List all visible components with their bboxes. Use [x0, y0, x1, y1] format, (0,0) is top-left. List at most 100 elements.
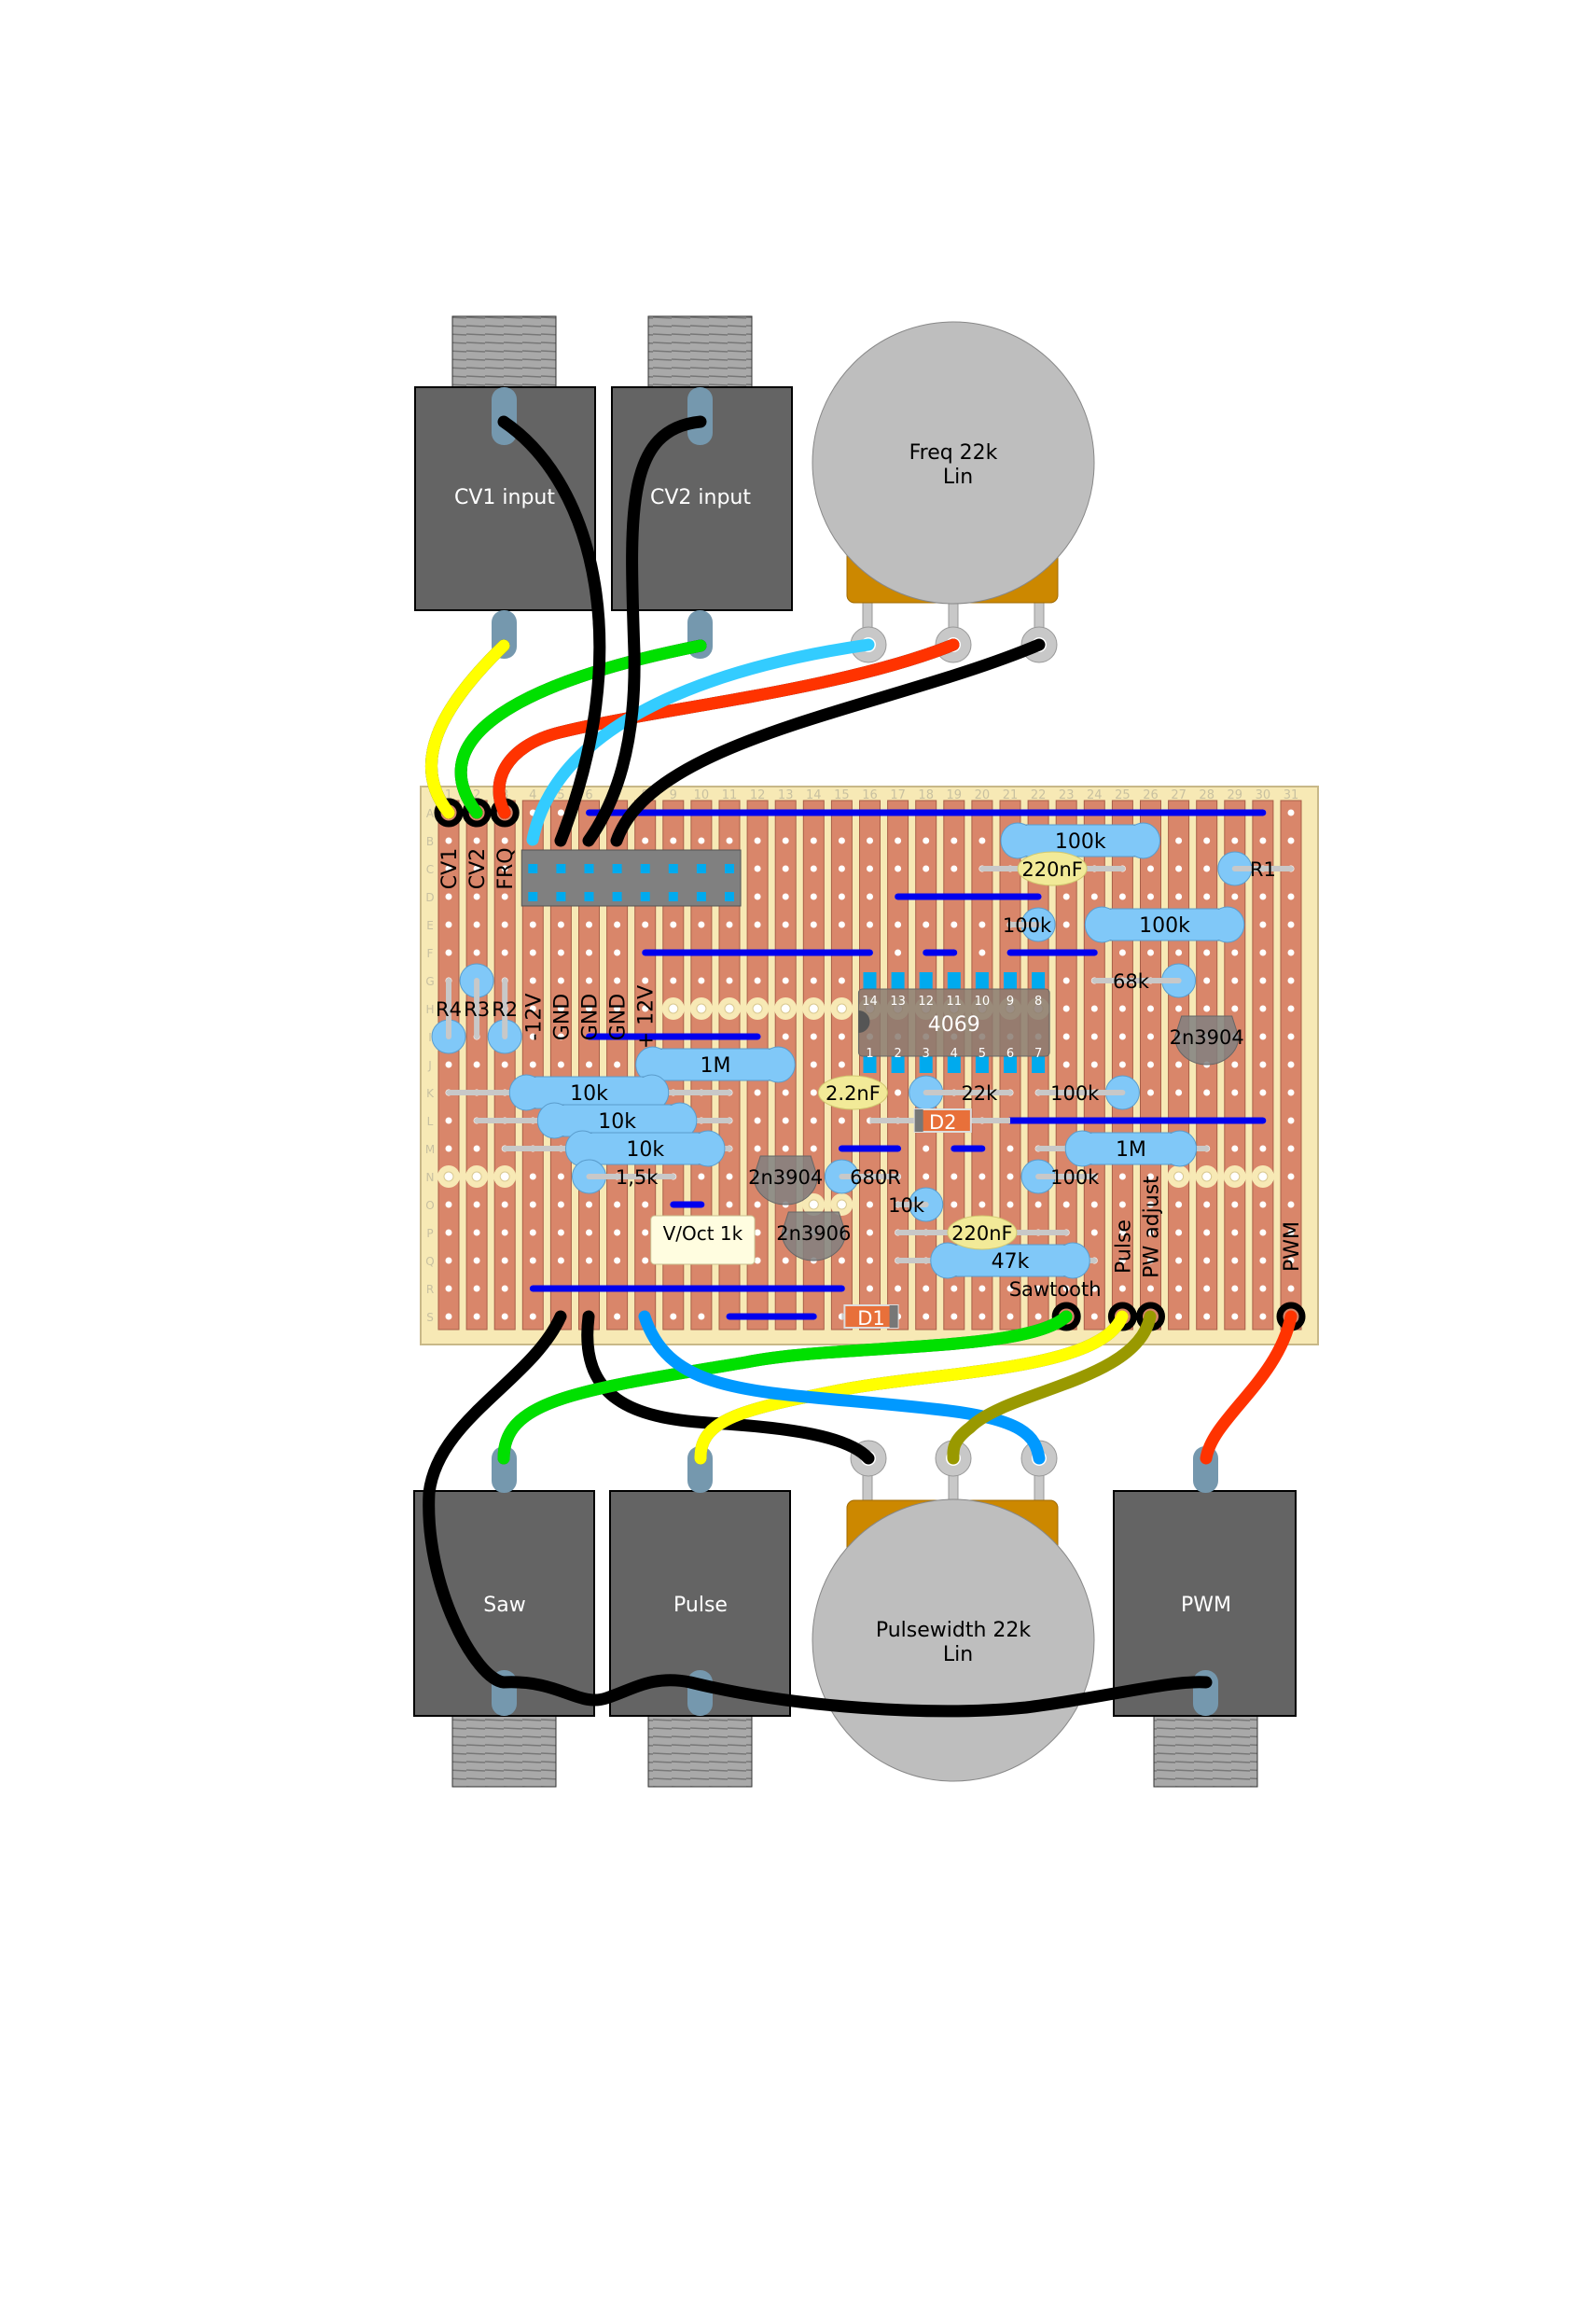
hole: [1231, 1313, 1239, 1320]
header-pin: [725, 864, 734, 873]
diode-label: D1: [857, 1307, 885, 1330]
hole: [810, 1033, 817, 1040]
hole: [501, 1285, 508, 1292]
hole: [1118, 949, 1126, 956]
hole: [978, 921, 986, 928]
hole: [501, 1201, 508, 1208]
wire-green-saw: [497, 1310, 1073, 1465]
hole: [838, 1061, 845, 1068]
hole: [1287, 1173, 1295, 1180]
hole: [754, 893, 761, 900]
hole: [501, 865, 508, 872]
trimmer-pot: [650, 1215, 756, 1265]
hole: [501, 893, 508, 900]
hole: [895, 1285, 902, 1292]
capacitor-label: 220nF: [951, 1222, 1012, 1245]
hole: [1229, 1171, 1241, 1182]
ic-pin: [891, 972, 905, 989]
column-number: 4: [529, 788, 536, 802]
hole: [614, 1313, 621, 1320]
hole: [586, 1201, 592, 1208]
hole: [951, 865, 958, 872]
hole: [754, 1117, 761, 1124]
hole: [1231, 837, 1239, 844]
hole: [1231, 1257, 1239, 1264]
row-letter: J: [427, 1059, 432, 1072]
hole: [810, 1089, 817, 1096]
wire-yellow-pulse: [694, 1310, 1129, 1465]
header-pin: [640, 892, 650, 901]
hole: [867, 865, 873, 872]
hole: [726, 1201, 733, 1208]
hole: [1231, 893, 1239, 900]
hole: [836, 1003, 847, 1014]
hole: [1090, 1313, 1098, 1320]
hole: [726, 837, 733, 844]
hole: [810, 1061, 817, 1068]
hole: [473, 1313, 480, 1320]
hole: [1006, 1145, 1014, 1152]
hole: [754, 1257, 761, 1264]
column-number: 2: [473, 788, 480, 802]
hole: [473, 949, 480, 956]
row-letter: O: [425, 1199, 434, 1212]
hole: [951, 837, 958, 844]
wire-cyan-freq: [526, 638, 875, 846]
hole: [1203, 1257, 1211, 1264]
hole: [951, 1201, 958, 1208]
hole: [1259, 1005, 1267, 1012]
hole: [1175, 949, 1183, 956]
capacitor: [1017, 851, 1088, 886]
ic-pin: [947, 972, 961, 989]
ic-pin: [1004, 972, 1017, 989]
row-letter: G: [425, 975, 434, 988]
column-number: 25: [1115, 788, 1131, 802]
hole: [1062, 977, 1070, 984]
hole: [698, 1173, 705, 1180]
hole: [978, 1313, 986, 1320]
ic-pin-number: 12: [918, 995, 934, 1009]
board-label: GND: [579, 994, 603, 1040]
pin-header: [520, 849, 742, 907]
column-number: 17: [890, 788, 906, 802]
row-letter: K: [426, 1087, 435, 1100]
row-letter: H: [425, 1003, 434, 1016]
hole: [473, 893, 480, 900]
resistor: [930, 1242, 1090, 1279]
hole: [445, 865, 452, 872]
hole: [1090, 1285, 1098, 1292]
hole: [1259, 1089, 1267, 1096]
header-pin: [612, 864, 622, 873]
resistor: [1084, 906, 1245, 943]
wire-pad: [462, 798, 492, 828]
wire-yellow-cv1: [424, 639, 510, 819]
row-letter: M: [425, 1143, 435, 1156]
resistor-label: 10k: [598, 1110, 636, 1134]
hole: [808, 1003, 819, 1014]
hole: [501, 1061, 508, 1068]
column-number: 28: [1199, 788, 1214, 802]
hole: [1231, 1061, 1239, 1068]
transistor: [753, 1155, 818, 1205]
hole: [529, 1257, 536, 1264]
resistor-body: [526, 1078, 652, 1108]
hole: [1259, 1201, 1267, 1208]
resistor-label: 1M: [700, 1054, 730, 1078]
resistor-label: 10k: [570, 1082, 608, 1106]
header-pin: [528, 892, 538, 901]
hole: [1147, 1201, 1154, 1208]
hole: [1175, 1061, 1183, 1068]
hole: [642, 1257, 649, 1264]
hole: [445, 1229, 452, 1236]
hole: [614, 1229, 621, 1236]
hole: [810, 1117, 817, 1124]
header-pin: [556, 892, 566, 901]
hole: [867, 1285, 873, 1292]
hole: [1062, 1033, 1070, 1040]
hole: [445, 949, 452, 956]
hole: [1287, 1033, 1295, 1040]
hole: [923, 1313, 930, 1320]
hole: [445, 1201, 452, 1208]
resistor-body: [947, 1246, 1074, 1275]
hole: [1175, 1313, 1183, 1320]
